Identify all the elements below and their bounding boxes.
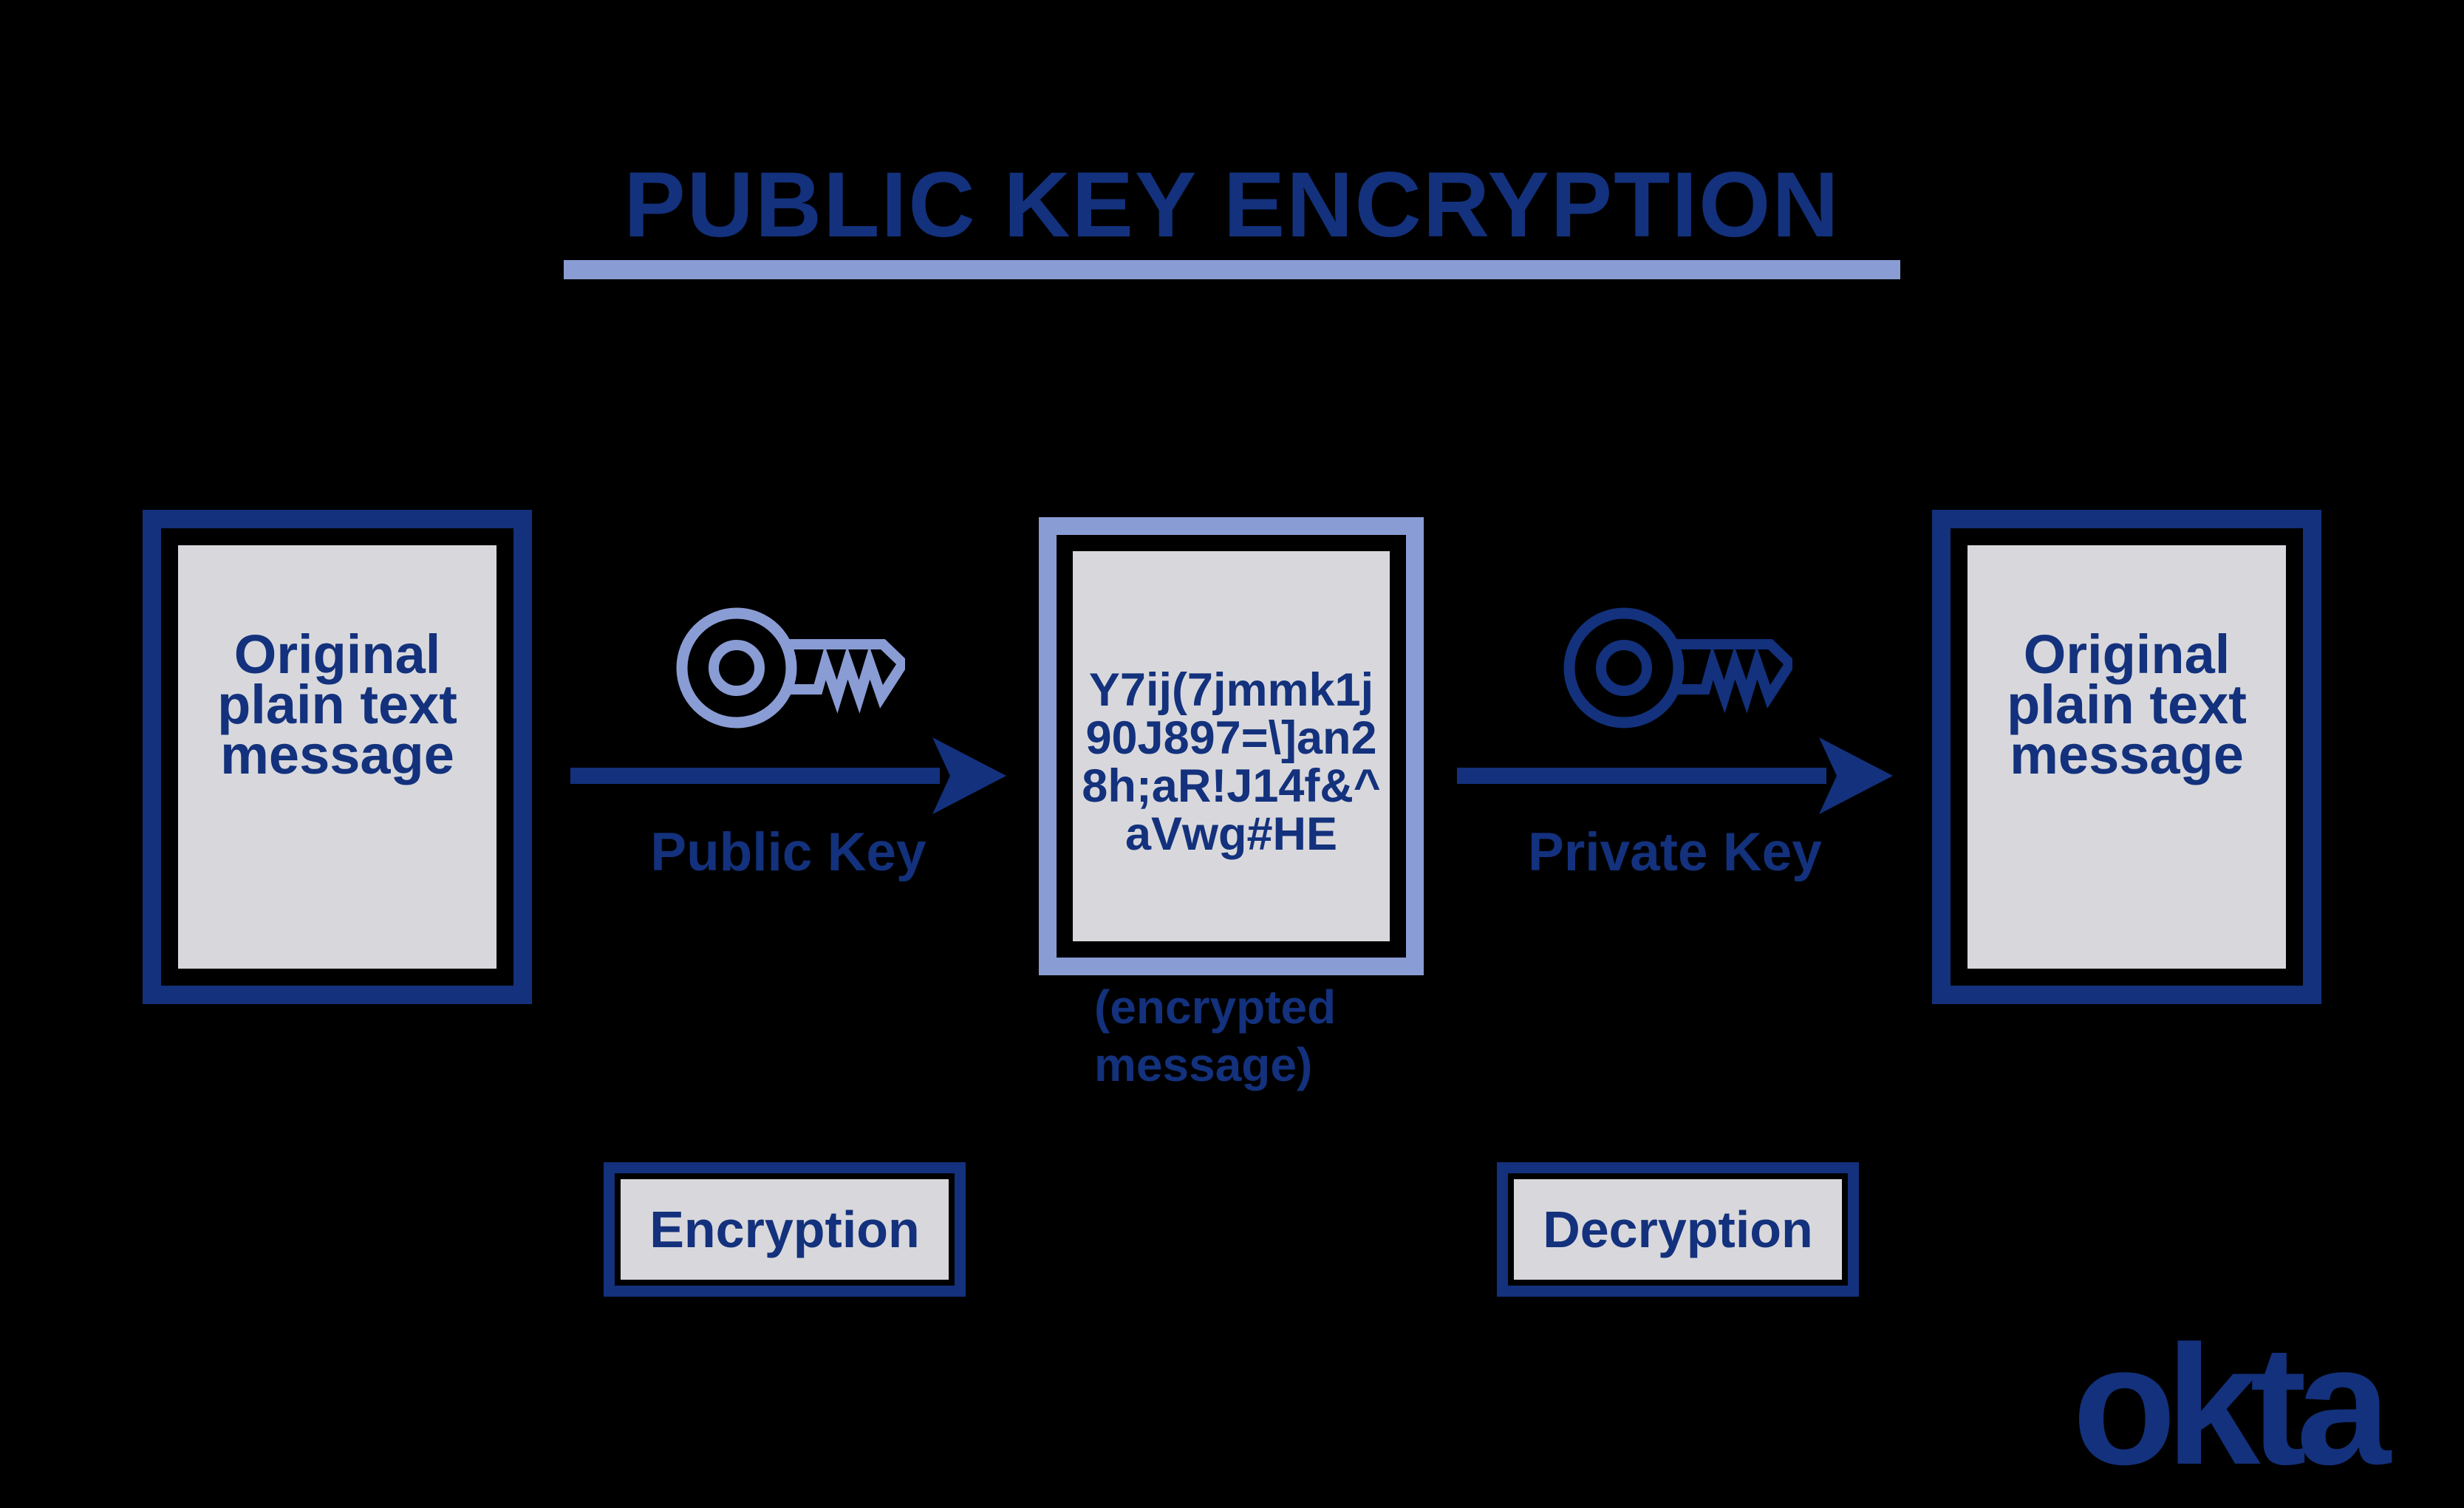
ciphertext-line: 90J897=\]an2 [1085, 712, 1377, 764]
encrypted-message-box: Y7ij(7jmmk1j 90J897=\]an2 8h;aR!J14f&^ a… [1039, 517, 1424, 975]
plaintext-line: message [2010, 724, 2244, 785]
ciphertext-line: Y7ij(7jmmk1j [1088, 664, 1374, 716]
plaintext-line: plain text [2007, 674, 2247, 735]
public-key-icon [676, 607, 905, 729]
private-key-label: Private Key [1528, 822, 1822, 882]
ciphertext-line: aVwg#HE [1125, 808, 1338, 860]
encryption-step-label: Encryption [621, 1179, 949, 1280]
decryption-step-label: Decryption [1514, 1179, 1842, 1280]
encrypted-message-caption: (encrypted message) [1094, 978, 1336, 1094]
caption-line: (encrypted [1094, 980, 1337, 1034]
encryption-arrow [570, 737, 1006, 814]
plaintext-box-right-body: Original plain text message [1968, 545, 2286, 969]
plaintext-box-left-body: Original plain text message [178, 545, 496, 969]
public-key-label: Public Key [650, 822, 926, 882]
plaintext-box-right: Original plain text message [1932, 510, 2321, 1004]
encryption-step-badge: Encryption [604, 1162, 966, 1297]
plaintext-line: message [220, 724, 454, 785]
plaintext-line: plain text [217, 674, 457, 735]
plaintext-line: Original [233, 624, 441, 685]
plaintext-box-left: Original plain text message [143, 510, 532, 1004]
decryption-step-badge: Decryption [1497, 1162, 1859, 1297]
encrypted-message-body: Y7ij(7jmmk1j 90J897=\]an2 8h;aR!J14f&^ a… [1073, 551, 1390, 941]
title-underline [564, 260, 1900, 279]
decryption-arrow [1457, 737, 1893, 814]
private-key-icon [1563, 607, 1792, 729]
okta-logo: okta [2072, 1310, 2391, 1500]
ciphertext-line: 8h;aR!J14f&^ [1082, 760, 1381, 812]
caption-line: message) [1094, 1038, 1313, 1091]
page-title: PUBLIC KEY ENCRYPTION [624, 154, 1840, 256]
plaintext-line: Original [2023, 624, 2231, 685]
